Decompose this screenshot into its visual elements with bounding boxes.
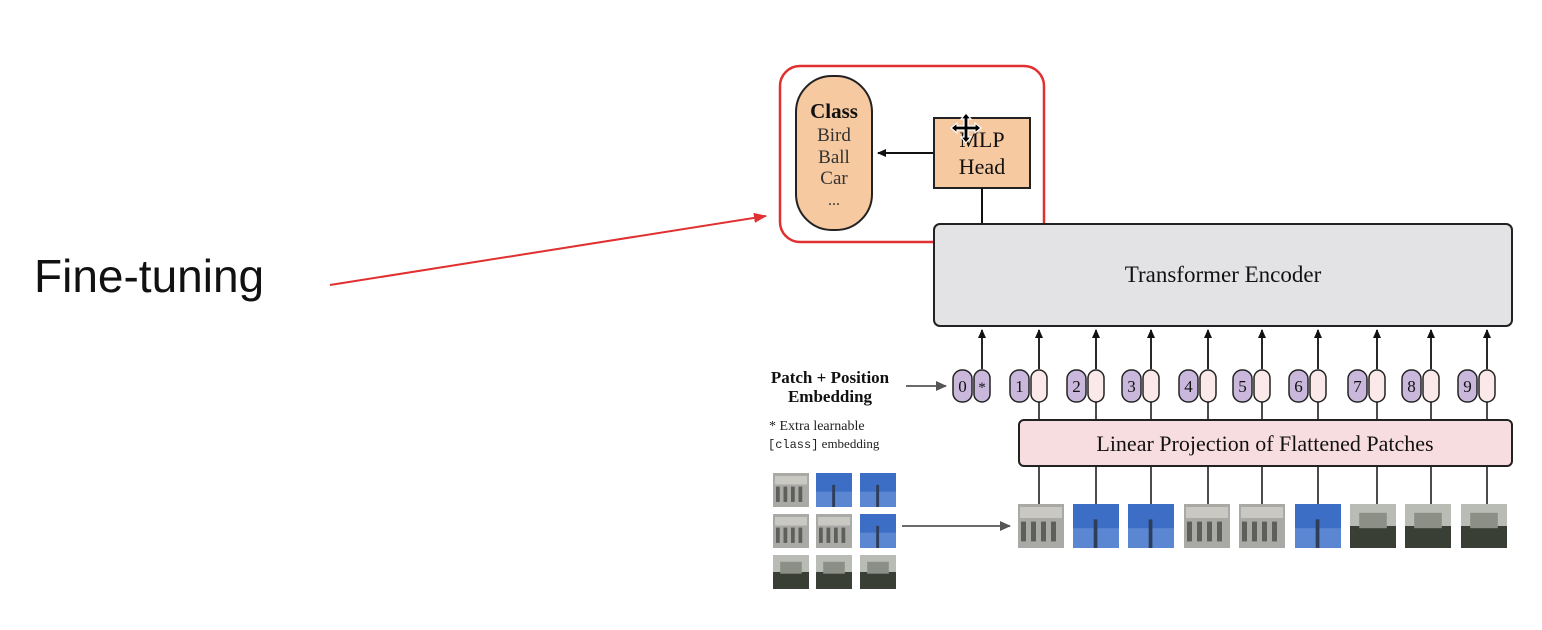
- patch-5: [1239, 504, 1285, 548]
- mlp-head-line2: Head: [959, 154, 1005, 179]
- grid-patch-7: [773, 555, 809, 589]
- patch-1: [1018, 504, 1064, 548]
- extra-note-line1: * Extra learnable: [769, 419, 865, 434]
- patch-4: [1184, 504, 1230, 548]
- position-index: 4: [1184, 377, 1193, 396]
- position-embedding: [1178, 369, 1199, 403]
- position-index: 2: [1072, 377, 1081, 396]
- token-6: 6: [1288, 329, 1327, 504]
- patch-embedding: [1199, 369, 1217, 403]
- patch-embedding: [1478, 369, 1496, 403]
- patch-9: [1461, 504, 1507, 548]
- patch-embedding: [1368, 369, 1386, 403]
- patch-embedding: [1309, 369, 1327, 403]
- linear-projection-label: Linear Projection of Flattened Patches: [1096, 431, 1433, 456]
- patch-3: [1128, 504, 1174, 548]
- extra-note-code: [class]: [768, 438, 818, 452]
- patch-embedding: [1142, 369, 1160, 403]
- position-index: 5: [1238, 377, 1247, 396]
- position-embedding: [1457, 369, 1478, 403]
- class-item-ball: Ball: [818, 147, 850, 168]
- patch-embedding: [1030, 369, 1048, 403]
- patch-embedding: [1422, 369, 1440, 403]
- class-item-more: ...: [828, 192, 840, 209]
- grid-patch-4: [773, 514, 809, 548]
- fine-tuning-arrow: [329, 212, 767, 286]
- position-embedding: [1066, 369, 1087, 403]
- grid-patch-2: [816, 473, 852, 507]
- patch-2: [1073, 504, 1119, 548]
- patch-6: [1295, 504, 1341, 548]
- mlp-head-box: [933, 117, 1031, 189]
- grid-patch-6: [860, 514, 896, 548]
- token-1: 1: [1009, 329, 1048, 504]
- token-7: 7: [1347, 329, 1386, 504]
- patch-8: [1405, 504, 1451, 548]
- position-embedding: [1288, 369, 1309, 403]
- class-title: Class: [810, 99, 858, 123]
- token-2: 2: [1066, 329, 1105, 504]
- position-index: 8: [1407, 377, 1416, 396]
- position-embedding: [952, 369, 973, 403]
- fine-tuning-highlight-box: [778, 64, 1046, 244]
- position-index: 6: [1294, 377, 1303, 396]
- fine-tuning-label: Fine-tuning: [34, 250, 264, 302]
- grid-patch-5: [816, 514, 852, 548]
- class-item-bird: Bird: [817, 125, 851, 146]
- class-token-marker: *: [978, 380, 986, 396]
- token-5: 5: [1232, 329, 1271, 504]
- grid-patch-3: [860, 473, 896, 507]
- position-index: 7: [1353, 377, 1362, 396]
- position-embedding: [1232, 369, 1253, 403]
- transformer-encoder-box: [933, 223, 1513, 327]
- class-token-embedding: [973, 369, 991, 403]
- position-embedding: [1009, 369, 1030, 403]
- position-index: 1: [1015, 377, 1024, 396]
- flattened-patches-row: [1018, 504, 1507, 548]
- token-8: 8: [1401, 329, 1440, 504]
- linear-projection-box: [1018, 419, 1513, 467]
- grid-patch-1: [773, 473, 809, 507]
- token-9: 9: [1457, 329, 1496, 504]
- move-cursor-icon: [950, 112, 982, 144]
- class-output-box: [795, 75, 873, 231]
- patch-embedding: [1087, 369, 1105, 403]
- grid-patch-9: [860, 555, 896, 589]
- extra-note-line2: [class] embedding: [768, 436, 880, 452]
- embedding-label-line1: Patch + Position: [771, 368, 890, 387]
- transformer-encoder-label: Transformer Encoder: [1125, 262, 1322, 287]
- position-index: 0: [958, 377, 967, 396]
- source-image-grid: [773, 473, 896, 589]
- position-embedding: [1121, 369, 1142, 403]
- patch-7: [1350, 504, 1396, 548]
- embedding-label-line2: Embedding: [788, 387, 873, 406]
- position-index: 9: [1463, 377, 1472, 396]
- position-embedding: [1347, 369, 1368, 403]
- token-4: 4: [1178, 329, 1217, 504]
- extra-note-suffix: embedding: [818, 436, 880, 451]
- class-item-car: Car: [820, 168, 848, 189]
- position-index: 3: [1127, 377, 1136, 396]
- patch-embedding: [1253, 369, 1271, 403]
- token-0: 0*: [952, 329, 991, 403]
- token-3: 3: [1121, 329, 1160, 504]
- grid-patch-8: [816, 555, 852, 589]
- position-embedding: [1401, 369, 1422, 403]
